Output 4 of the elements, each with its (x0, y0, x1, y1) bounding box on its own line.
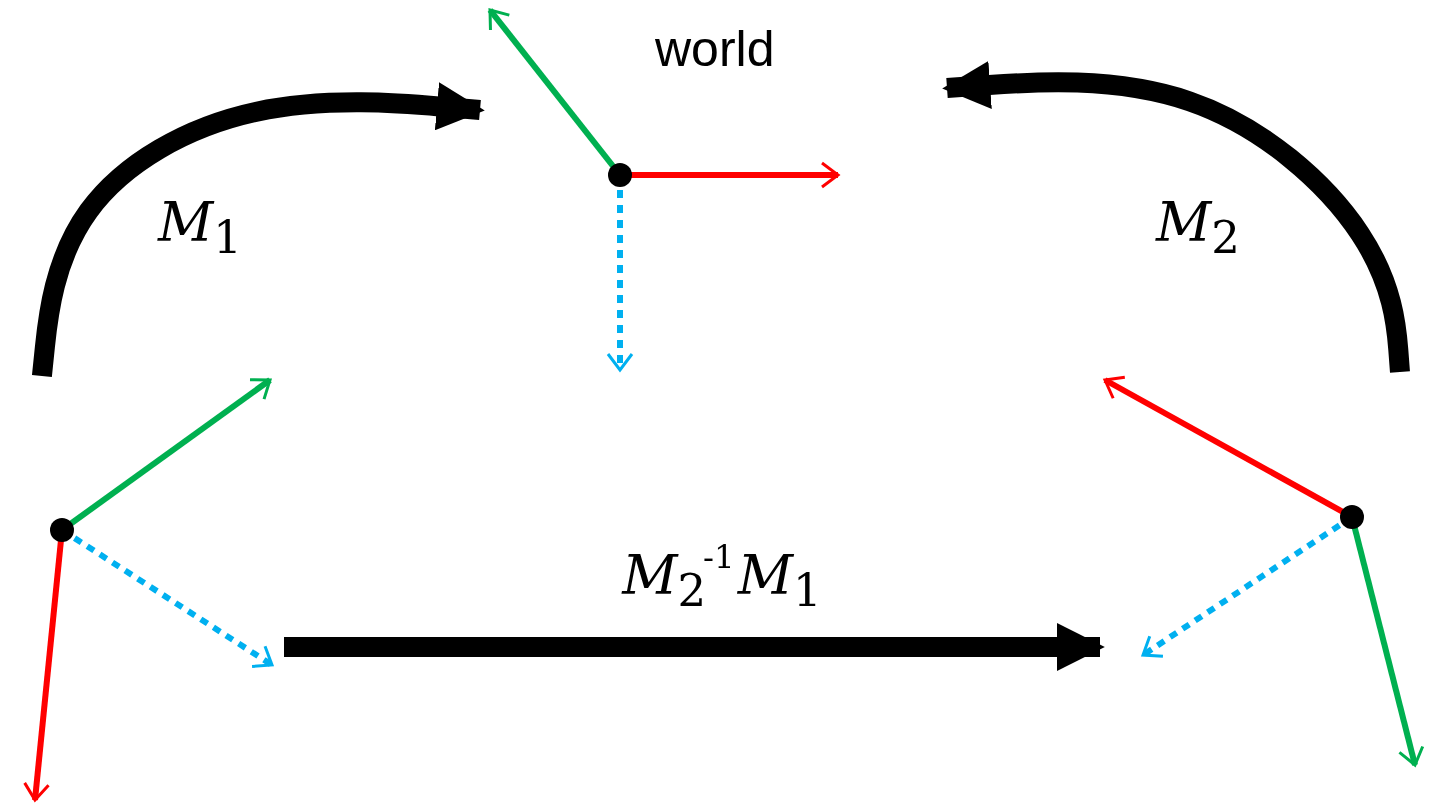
transform-arrow (31, 82, 485, 377)
transform-arrow (942, 61, 1410, 373)
frame-label: world (655, 22, 775, 77)
transform-arrow (284, 623, 1105, 671)
